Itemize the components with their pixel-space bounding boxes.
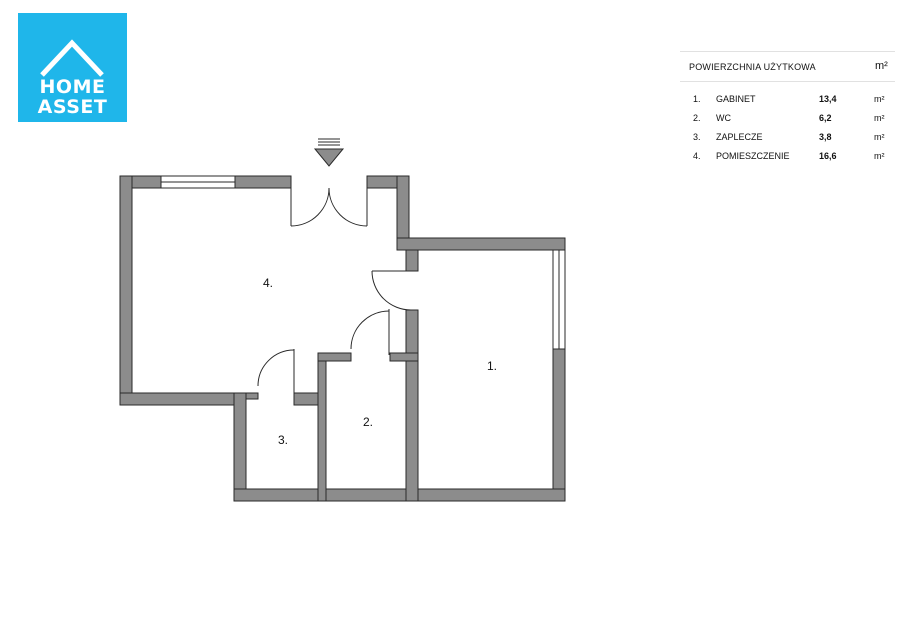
wall <box>234 175 292 189</box>
legend-row: 3. ZAPLECZE 3,8 m² <box>680 132 895 144</box>
home-asset-logo: HOME ASSET <box>18 13 127 122</box>
wall <box>245 392 259 400</box>
wall <box>119 392 247 406</box>
legend-row: 1. GABINET 13,4 m² <box>680 94 895 106</box>
wall <box>396 237 566 251</box>
legend-divider <box>680 51 895 52</box>
legend-row-unit: m² <box>874 132 885 142</box>
legend-divider <box>680 81 895 82</box>
legend-row-name: ZAPLECZE <box>716 132 763 142</box>
legend-row-unit: m² <box>874 113 885 123</box>
plan-windows <box>160 175 566 350</box>
legend-header: POWIERZCHNIA UŻYTKOWA m² <box>680 60 895 76</box>
legend-row-number: 1. <box>693 94 701 104</box>
wall <box>396 175 410 249</box>
wall <box>119 175 133 406</box>
wall <box>233 392 247 502</box>
legend-row: 4. POMIESZCZENIE 16,6 m² <box>680 151 895 163</box>
legend-row-area: 6,2 <box>819 113 832 123</box>
legend-row-number: 4. <box>693 151 701 161</box>
legend-title: POWIERZCHNIA UŻYTKOWA <box>689 62 816 72</box>
legend-row-unit: m² <box>874 94 885 104</box>
wall <box>552 348 566 502</box>
wall <box>293 392 321 406</box>
logo-text-asset: ASSET <box>37 96 108 118</box>
entrance-arrow-icon <box>313 138 345 167</box>
legend-row: 2. WC 6,2 m² <box>680 113 895 125</box>
wall <box>405 309 419 502</box>
room-label-gabinet: 1. <box>487 359 498 373</box>
legend-row-name: WC <box>716 113 731 123</box>
house-roof-icon <box>40 39 104 77</box>
legend-row-name: POMIESZCZENIE <box>716 151 790 161</box>
legend-row-number: 3. <box>693 132 701 142</box>
logo-text-home: HOME <box>39 76 106 98</box>
legend-row-area: 16,6 <box>819 151 837 161</box>
wall <box>389 352 419 362</box>
plan-walls <box>119 175 566 502</box>
plan-doors <box>257 187 412 396</box>
room-label-zaplecze: 3. <box>278 433 289 447</box>
wall <box>317 352 352 362</box>
legend-unit-header: m² <box>875 60 888 72</box>
legend-row-unit: m² <box>874 151 885 161</box>
legend-row-area: 3,8 <box>819 132 832 142</box>
wall <box>317 352 327 502</box>
legend-row-area: 13,4 <box>819 94 837 104</box>
legend-row-number: 2. <box>693 113 701 123</box>
wall <box>233 488 566 502</box>
wall <box>405 249 419 272</box>
legend-row-name: GABINET <box>716 94 756 104</box>
room-label-pomieszczenie: 4. <box>263 276 274 290</box>
room-label-wc: 2. <box>363 415 374 429</box>
